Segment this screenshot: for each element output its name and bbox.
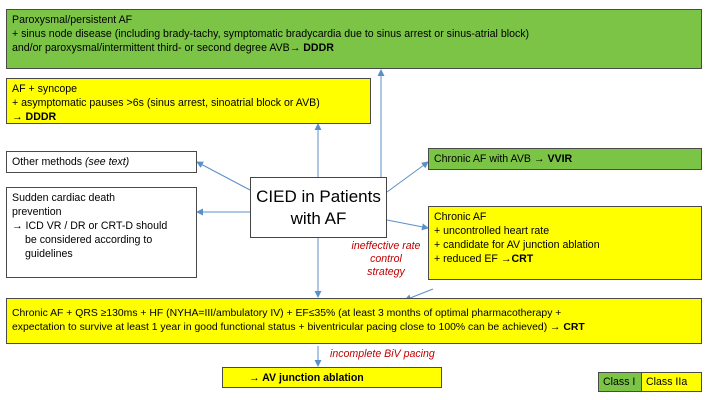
other-methods-ref: (see text) (85, 156, 130, 168)
chronic-af-crt-box: Chronic AF + uncontrolled heart rate + c… (428, 206, 702, 280)
ineffective-line-1: ineffective rate (351, 240, 421, 252)
syncope-mode: DDDR (25, 111, 57, 123)
paroxysmal-mode: DDDR (303, 42, 334, 54)
paroxysmal-line-2: + sinus node disease (including brady-ta… (12, 28, 530, 40)
legend-class-i: Class I (598, 372, 642, 392)
qrs-line-2: expectation to survive at least 1 year i… (12, 321, 696, 335)
center-cied-box: CIED in Patients with AF (250, 177, 387, 238)
ineffective-line-3: strategy (367, 266, 405, 278)
center-line-1: CIED in Patients (256, 187, 381, 206)
syncope-line-2: + asymptomatic pauses >6s (sinus arrest,… (12, 97, 320, 109)
qrs-line-2-text: expectation to survive at least 1 year i… (12, 322, 551, 333)
arrow-to-other-methods (196, 161, 251, 191)
scd-line-2: prevention (12, 206, 62, 218)
other-methods-box: Other methods (see text) (6, 151, 197, 173)
syncope-arrow: → (12, 111, 26, 123)
syncope-line-3: → DDDR (12, 110, 365, 124)
paroxysmal-line-3-text: and/or paroxysmal/intermittent third- or… (12, 42, 290, 54)
ineffective-line-2: control (370, 253, 402, 265)
arrow-to-chronic-avb (386, 161, 429, 193)
legend-class-i-label: Class I (603, 376, 636, 388)
avj-arrow: → (249, 372, 263, 384)
paroxysmal-line-3: and/or paroxysmal/intermittent third- or… (12, 41, 696, 55)
qrs-mode: CRT (563, 322, 585, 333)
scd-box: Sudden cardiac death prevention → ICD VR… (6, 187, 197, 278)
incomplete-biv-text: incomplete BiV pacing (330, 348, 435, 360)
chronic-crt-line-2: + uncontrolled heart rate (434, 225, 550, 237)
chronic-crt-arrow: → (500, 253, 512, 265)
qrs-line-1: Chronic AF + QRS ≥130ms + HF (NYHA=III/a… (12, 308, 562, 319)
incomplete-biv-note: incomplete BiV pacing (330, 348, 460, 361)
arrow-to-chronic-crt (386, 219, 429, 231)
other-methods-text: Other methods (12, 156, 86, 168)
chronic-avb-text: Chronic AF with AVB (434, 153, 534, 165)
scd-line-4: be considered according to (25, 234, 153, 246)
legend-class-iia: Class IIa (641, 372, 702, 392)
center-line-2: with AF (290, 209, 347, 228)
scd-line-1: Sudden cardiac death (12, 192, 116, 204)
paroxysmal-af-box: Paroxysmal/persistent AF + sinus node di… (6, 9, 702, 69)
chronic-crt-line-1: Chronic AF (434, 211, 487, 223)
ineffective-rate-note: ineffective rate control strategy (344, 240, 428, 279)
chronic-crt-line-4: + reduced EF →CRT (434, 252, 696, 266)
chronic-crt-mode: CRT (511, 253, 534, 265)
chronic-af-qrs-box: Chronic AF + QRS ≥130ms + HF (NYHA=III/a… (6, 298, 702, 344)
syncope-box: AF + syncope + asymptomatic pauses >6s (… (6, 78, 371, 124)
legend-class-iia-label: Class IIa (646, 376, 688, 388)
chronic-avb-arrow: → (533, 153, 548, 165)
chronic-af-avb-box: Chronic AF with AVB → VVIR (428, 148, 702, 170)
qrs-arrow: → (550, 322, 564, 333)
syncope-line-1: AF + syncope (12, 83, 78, 95)
avj-text: AV junction ablation (262, 372, 364, 384)
chronic-crt-line-4-text: + reduced EF (434, 253, 501, 265)
av-junction-ablation-box: → AV junction ablation (222, 367, 442, 388)
chronic-crt-line-3: + candidate for AV junction ablation (434, 239, 600, 251)
paroxysmal-line-1: Paroxysmal/persistent AF (12, 14, 133, 26)
paroxysmal-arrow: → (289, 42, 304, 54)
scd-line-3: → ICD VR / DR or CRT-D should (12, 220, 168, 232)
scd-line-5: guidelines (25, 248, 73, 260)
chronic-avb-mode: VVIR (547, 153, 573, 165)
